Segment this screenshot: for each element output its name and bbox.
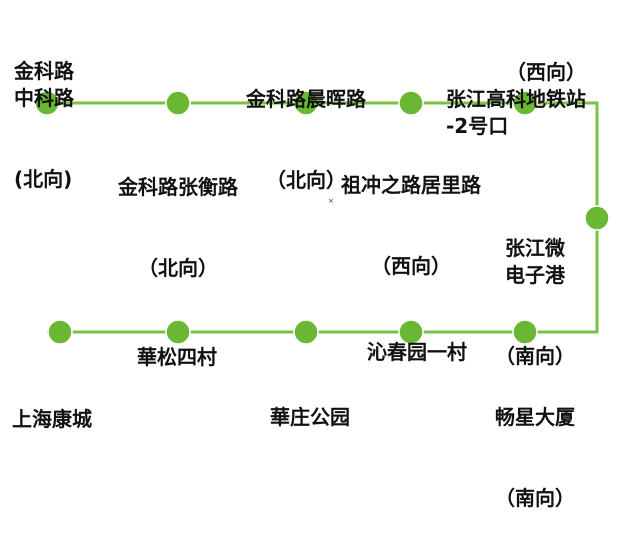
stop-label-changxing-dasha: 畅星大厦 （南向） (495, 350, 575, 539)
stop-dot-jinkelu-chenhui[interactable] (293, 90, 319, 116)
stop-direction: （西向） (371, 254, 451, 278)
stop-name: 金科路晨晖路 (246, 87, 366, 111)
stop-label-zhangjiang-wei: 张江微 电子港 （南向） (495, 181, 575, 397)
stop-label-zhangjiang-gaoke: 张江高科地铁站 -2号口 （西向） (446, 32, 586, 194)
stop-direction: （南向） (495, 344, 575, 368)
stop-dot-zuchongzhi-juli[interactable] (398, 90, 424, 116)
stop-dot-zhangjiang-gaoke[interactable] (512, 90, 538, 116)
stop-name: 畅星大厦 (495, 405, 575, 429)
stop-name: 张江微 电子港 (505, 236, 565, 287)
stop-name: 上海康城 (12, 407, 92, 431)
stop-direction: （西向） (506, 60, 586, 84)
stop-direction: （北向） (266, 168, 346, 192)
stop-name: 金科路张衡路 (118, 175, 238, 199)
stop-direction: （南向） (495, 486, 575, 510)
stop-label-qinchun-yicun: 沁春园一村 (367, 285, 467, 393)
stop-label-huazhuang-gongyuan: 華庄公园 (270, 350, 350, 458)
stop-direction: (北向) (14, 167, 73, 191)
stop-label-jinkelu-zhangheng: 金科路张衡路 （北向） (118, 120, 238, 309)
stop-name: 華松四村 (137, 345, 217, 369)
stop-name: 華庄公园 (270, 405, 350, 429)
stop-label-jinkelu-chenhui: 金科路晨晖路 （北向） (246, 32, 366, 221)
stop-name: 金科路 中科路 (14, 59, 74, 110)
stop-label-shanghai-kangcheng: 上海康城 (12, 352, 92, 460)
stop-label-jinkelu-zhongkelu: 金科路 中科路 (北向) (14, 4, 74, 220)
stop-dot-jinkelu-zhangheng[interactable] (165, 90, 191, 116)
stop-label-huasong-sicun: 華松四村 (137, 290, 217, 398)
stop-name: 张江高科地铁站 -2号口 (446, 87, 586, 138)
stop-dot-huasong-sicun[interactable] (165, 319, 191, 345)
stop-dot-zhangjiang-wei[interactable] (584, 205, 610, 231)
stop-direction: （北向） (138, 256, 218, 280)
stop-dot-huazhuang-gongyuan[interactable] (293, 319, 319, 345)
stop-name: 沁春园一村 (367, 340, 467, 364)
route-map (34, 90, 610, 345)
stop-dot-jinkelu-zhongkelu[interactable] (34, 90, 60, 116)
stop-name: 祖冲之路居里路 (341, 173, 481, 197)
stop-dot-changxing-dasha[interactable] (512, 319, 538, 345)
cursor-mark-icon: × (328, 197, 334, 205)
stop-dot-shanghai-kangcheng[interactable] (47, 319, 73, 345)
stop-label-zuchongzhi-juli: 祖冲之路居里路 （西向） (341, 118, 481, 307)
stop-dot-qinchun-yicun[interactable] (398, 319, 424, 345)
